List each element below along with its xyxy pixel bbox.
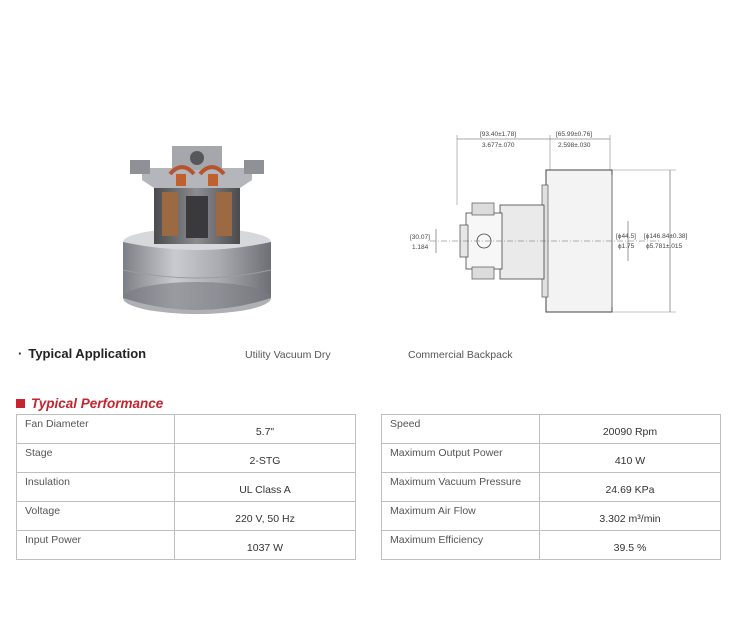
dim-top-left: [93.40±1.78] xyxy=(480,131,516,138)
spec-value: 410 W xyxy=(539,443,721,473)
spec-value: 1037 W xyxy=(174,530,356,560)
table-row: Fan Diameter 5.7" xyxy=(16,414,356,444)
spec-label: Maximum Efficiency xyxy=(381,530,540,560)
spec-label: Fan Diameter xyxy=(16,414,175,444)
spec-value: 5.7" xyxy=(174,414,356,444)
spec-label: Input Power xyxy=(16,530,175,560)
spec-label: Maximum Vacuum Pressure xyxy=(381,472,540,502)
table-row: Input Power 1037 W xyxy=(16,530,356,560)
spec-value: 2-STG xyxy=(174,443,356,473)
table-row: Maximum Air Flow 3.302 m³/min xyxy=(381,501,721,531)
dimension-drawing: [93.40±1.78] 3.677±.070 [65.99±0.76] 2.5… xyxy=(410,131,688,313)
spec-value: 220 V, 50 Hz xyxy=(174,501,356,531)
spec-label: Insulation xyxy=(16,472,175,502)
table-row: Speed 20090 Rpm xyxy=(381,414,721,444)
application-item: Utility Vacuum Dry xyxy=(245,349,331,361)
table-row: Maximum Efficiency 39.5 % xyxy=(381,530,721,560)
spec-value: 3.302 m³/min xyxy=(539,501,721,531)
table-row: Insulation UL Class A xyxy=(16,472,356,502)
performance-table-left: Fan Diameter 5.7" Stage 2-STG Insulation… xyxy=(16,414,356,560)
spec-label: Voltage xyxy=(16,501,175,531)
performance-table-right: Speed 20090 Rpm Maximum Output Power 410… xyxy=(381,414,721,560)
dim-top-right: [65.99±0.76] xyxy=(556,131,592,138)
spec-label: Stage xyxy=(16,443,175,473)
dim-left: [30.07] xyxy=(410,234,430,241)
dim-top-left-in: 3.677±.070 xyxy=(482,142,515,149)
spec-label: Maximum Output Power xyxy=(381,443,540,473)
typical-application-row: ·Typical Application Utility Vacuum Dry … xyxy=(18,346,738,366)
heading-marker xyxy=(16,399,25,408)
motor-photo xyxy=(122,146,272,314)
typical-application-heading: · Typical Application xyxy=(18,346,146,361)
dim-body-in: ϕ5.781±.015 xyxy=(646,243,683,250)
spec-label: Speed xyxy=(381,414,540,444)
table-row: Stage 2-STG xyxy=(16,443,356,473)
table-row: Maximum Output Power 410 W xyxy=(381,443,721,473)
spec-label: Maximum Air Flow xyxy=(381,501,540,531)
spec-value: 20090 Rpm xyxy=(539,414,721,444)
typical-application-title: Typical Application xyxy=(28,346,147,361)
dim-top-right-in: 2.598±.030 xyxy=(558,142,591,149)
spec-value: UL Class A xyxy=(174,472,356,502)
spec-value: 39.5 % xyxy=(539,530,721,560)
dim-body: [ϕ146.84±0.38] xyxy=(644,233,688,240)
spec-value: 24.69 KPa xyxy=(539,472,721,502)
dim-shaft-in: ϕ1.75 xyxy=(618,243,635,250)
bullet: · xyxy=(18,346,23,361)
dim-left-in: 1.184 xyxy=(412,244,429,251)
typical-performance-title: Typical Performance xyxy=(31,396,164,411)
table-row: Maximum Vacuum Pressure 24.69 KPa xyxy=(381,472,721,502)
dim-shaft: [ϕ44.5] xyxy=(616,233,636,240)
table-row: Voltage 220 V, 50 Hz xyxy=(16,501,356,531)
application-item: Commercial Backpack xyxy=(408,349,513,361)
